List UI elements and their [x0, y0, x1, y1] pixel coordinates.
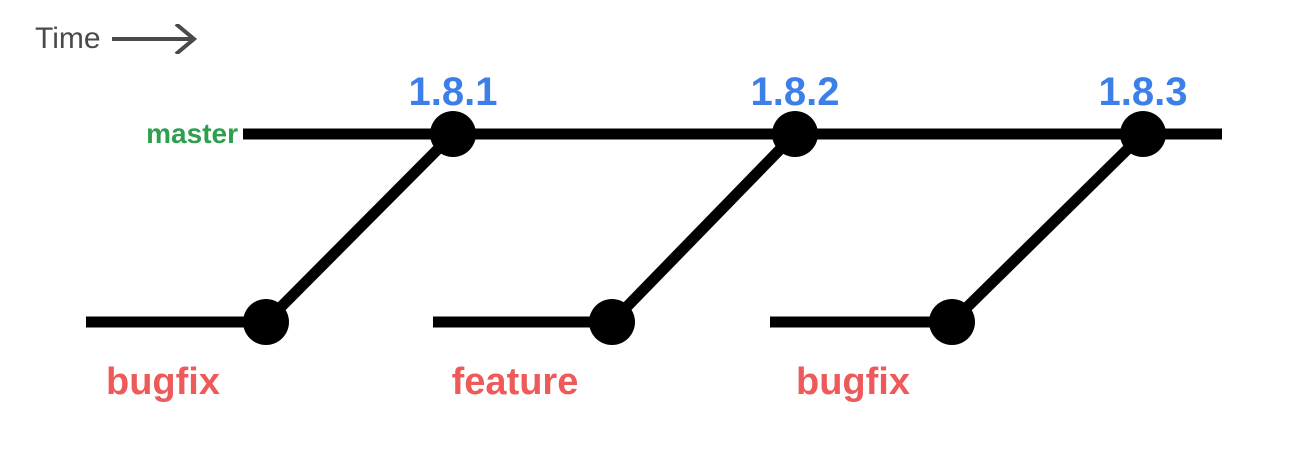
- branch-label-bugfix-2: bugfix: [796, 361, 910, 403]
- branch-label-bugfix-0: bugfix: [106, 361, 220, 403]
- branch-label-feature-1: feature: [451, 361, 579, 403]
- merge-line-feature-1: [608, 130, 799, 326]
- release-tag-1.8.3: 1.8.3: [1098, 70, 1188, 114]
- master-commit-node-1.8.3[interactable]: [1120, 111, 1166, 157]
- release-tag-1.8.1: 1.8.1: [408, 70, 498, 114]
- merge-line-bugfix-0: [262, 130, 457, 326]
- time-arrow-icon: [110, 22, 212, 56]
- branch-commit-node-bugfix-2[interactable]: [929, 299, 975, 345]
- master-commit-node-1.8.2[interactable]: [772, 111, 818, 157]
- release-tag-1.8.2: 1.8.2: [750, 70, 840, 114]
- branch-label-master: master: [146, 118, 238, 149]
- branch-commit-node-feature-1[interactable]: [589, 299, 635, 345]
- master-commit-node-1.8.1[interactable]: [430, 111, 476, 157]
- branch-commit-node-bugfix-0[interactable]: [243, 299, 289, 345]
- merge-line-bugfix-2: [948, 130, 1147, 326]
- time-axis-label: Time: [35, 22, 101, 55]
